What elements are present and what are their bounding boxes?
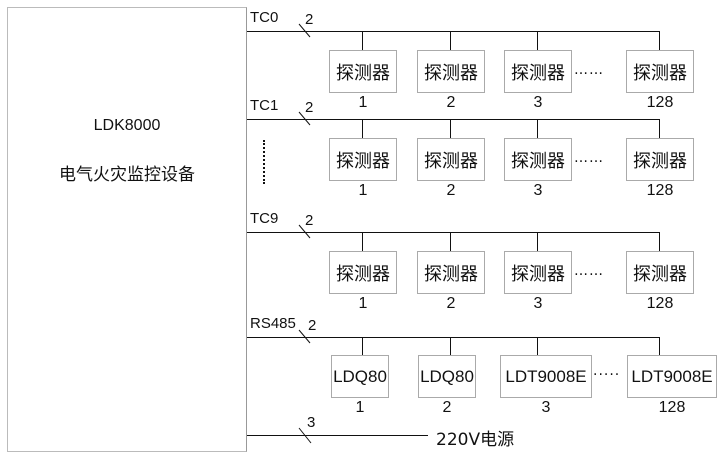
drop-line bbox=[537, 31, 538, 50]
bus-line bbox=[247, 232, 660, 233]
bus-line bbox=[247, 31, 660, 32]
device-number: 3 bbox=[533, 295, 543, 312]
device-box: 探测器 bbox=[626, 251, 694, 294]
device-number: 1 bbox=[355, 399, 365, 416]
drop-line bbox=[659, 232, 660, 251]
bus-label: TC9 bbox=[250, 210, 279, 227]
drop-line bbox=[537, 119, 538, 138]
device-number: 2 bbox=[446, 94, 456, 111]
bus-wire-count: 2 bbox=[305, 212, 314, 229]
drop-line bbox=[659, 337, 660, 355]
device-box: 探测器 bbox=[417, 50, 485, 93]
drop-line bbox=[450, 119, 451, 138]
device-number: 1 bbox=[358, 94, 368, 111]
controller-box bbox=[7, 7, 247, 452]
device-number: 128 bbox=[646, 182, 674, 199]
horizontal-ellipsis: ····· bbox=[593, 367, 621, 383]
device-box: 探测器 bbox=[417, 138, 485, 181]
device-box: 探测器 bbox=[504, 50, 572, 93]
device-number: 2 bbox=[446, 295, 456, 312]
device-number: 3 bbox=[533, 182, 543, 199]
drop-line bbox=[362, 337, 363, 355]
device-number: 1 bbox=[358, 295, 368, 312]
bus-line bbox=[247, 337, 660, 338]
drop-line bbox=[659, 119, 660, 138]
drop-line bbox=[537, 232, 538, 251]
device-box: 探测器 bbox=[626, 138, 694, 181]
drop-line bbox=[659, 31, 660, 50]
device-box: LDQ80 bbox=[418, 355, 476, 398]
device-box: 探测器 bbox=[329, 251, 397, 294]
device-number: 128 bbox=[646, 295, 674, 312]
bus-wire-count: 2 bbox=[305, 11, 314, 28]
device-number: 1 bbox=[358, 182, 368, 199]
device-box: 探测器 bbox=[329, 50, 397, 93]
horizontal-ellipsis: …… bbox=[574, 62, 604, 78]
drop-line bbox=[362, 232, 363, 251]
device-number: 2 bbox=[442, 399, 452, 416]
power-label: 220V电源 bbox=[436, 430, 515, 450]
bus-wire-count: 2 bbox=[308, 317, 317, 334]
device-box: 探测器 bbox=[504, 138, 572, 181]
bus-wire-count: 2 bbox=[305, 99, 314, 116]
power-line bbox=[247, 435, 428, 436]
bus-label: TC1 bbox=[250, 97, 279, 114]
device-box: 探测器 bbox=[626, 50, 694, 93]
device-number: 128 bbox=[658, 399, 686, 416]
drop-line bbox=[450, 31, 451, 50]
device-number: 3 bbox=[541, 399, 551, 416]
wire-slash bbox=[298, 224, 311, 239]
horizontal-ellipsis: …… bbox=[574, 263, 604, 279]
horizontal-ellipsis: …… bbox=[574, 150, 604, 166]
device-box: 探测器 bbox=[417, 251, 485, 294]
wire-slash bbox=[298, 111, 311, 126]
power-wire-count: 3 bbox=[307, 414, 316, 431]
vertical-ellipsis bbox=[263, 140, 271, 184]
controller-model: LDK8000 bbox=[93, 117, 161, 134]
device-box: 探测器 bbox=[329, 138, 397, 181]
wire-slash bbox=[298, 329, 311, 344]
device-box: LDT9008E bbox=[500, 355, 592, 398]
device-box: 探测器 bbox=[504, 251, 572, 294]
drop-line bbox=[362, 31, 363, 50]
device-number: 3 bbox=[533, 94, 543, 111]
device-box: LDQ80 bbox=[331, 355, 389, 398]
wire-slash bbox=[298, 23, 311, 38]
device-number: 128 bbox=[646, 94, 674, 111]
drop-line bbox=[450, 337, 451, 355]
bus-label: RS485 bbox=[250, 315, 296, 332]
drop-line bbox=[362, 119, 363, 138]
bus-line bbox=[247, 119, 660, 120]
drop-line bbox=[537, 337, 538, 355]
bus-label: TC0 bbox=[250, 9, 279, 26]
controller-name: 电气火灾监控设备 bbox=[59, 165, 195, 185]
drop-line bbox=[450, 232, 451, 251]
device-number: 2 bbox=[446, 182, 456, 199]
device-box: LDT9008E bbox=[627, 355, 717, 398]
